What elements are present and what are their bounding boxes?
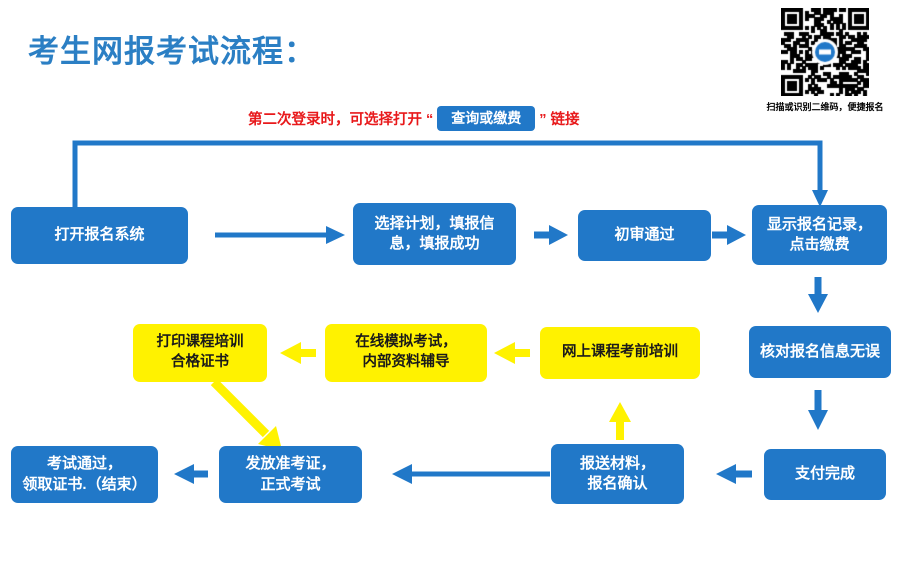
node-select-plan-fill-info[interactable]: 选择计划，填报信 息，填报成功 [353, 203, 516, 265]
node-label: 在线模拟考试， 内部资料辅导 [355, 334, 457, 370]
node-show-registration-record-pay[interactable]: 显示报名记录， 点击缴费 [752, 205, 887, 265]
node-online-course-pre-exam-training[interactable]: 网上课程考前培训 [540, 327, 700, 379]
node-label: 网上课程考前培训 [562, 344, 678, 361]
node-submit-materials-confirm[interactable]: 报送材料， 报名确认 [551, 444, 684, 504]
node-label: 核对报名信息无误 [759, 342, 880, 360]
node-label: 发放准考证， 正式考试 [245, 455, 336, 493]
node-verify-registration-info[interactable]: 核对报名信息无误 [749, 326, 891, 378]
qr-code-icon [781, 8, 869, 96]
node-label: 支付完成 [794, 465, 855, 483]
node-label: 显示报名记录， 点击缴费 [766, 215, 872, 253]
page-title: 考生网报考试流程： [28, 34, 316, 69]
annotation-prefix: 第二次登录时，可选择打开 “ [248, 112, 434, 128]
annotation-row: 第二次登录时，可选择打开 “ 查询或缴费 ” 链接 [248, 106, 580, 131]
node-label: 报送材料， 报名确认 [579, 454, 655, 492]
annotation-suffix: ” 链接 [539, 112, 580, 128]
node-exam-passed-receive-certificate[interactable]: 考试通过， 领取证书.（结束） [11, 446, 158, 503]
node-open-registration-system[interactable]: 打开报名系统 [11, 207, 188, 264]
node-issue-admit-card-formal-exam[interactable]: 发放准考证， 正式考试 [219, 446, 362, 503]
node-online-mock-exam-materials[interactable]: 在线模拟考试， 内部资料辅导 [325, 324, 487, 382]
node-first-review-passed[interactable]: 初审通过 [578, 210, 711, 261]
node-label: 选择计划，填报信 息，填报成功 [374, 214, 495, 252]
node-label: 打印课程培训 合格证书 [156, 334, 244, 370]
node-label: 考试通过， 领取证书.（结束） [22, 455, 147, 493]
node-payment-completed[interactable]: 支付完成 [764, 449, 886, 500]
node-label: 初审通过 [614, 226, 675, 244]
query-or-pay-button[interactable]: 查询或缴费 [437, 106, 536, 131]
qr-block: 扫描或识别二维码，便捷报名 [758, 8, 892, 113]
qr-caption: 扫描或识别二维码，便捷报名 [766, 102, 884, 112]
node-print-training-certificate[interactable]: 打印课程培训 合格证书 [133, 324, 267, 382]
node-label: 打开报名系统 [54, 226, 145, 244]
